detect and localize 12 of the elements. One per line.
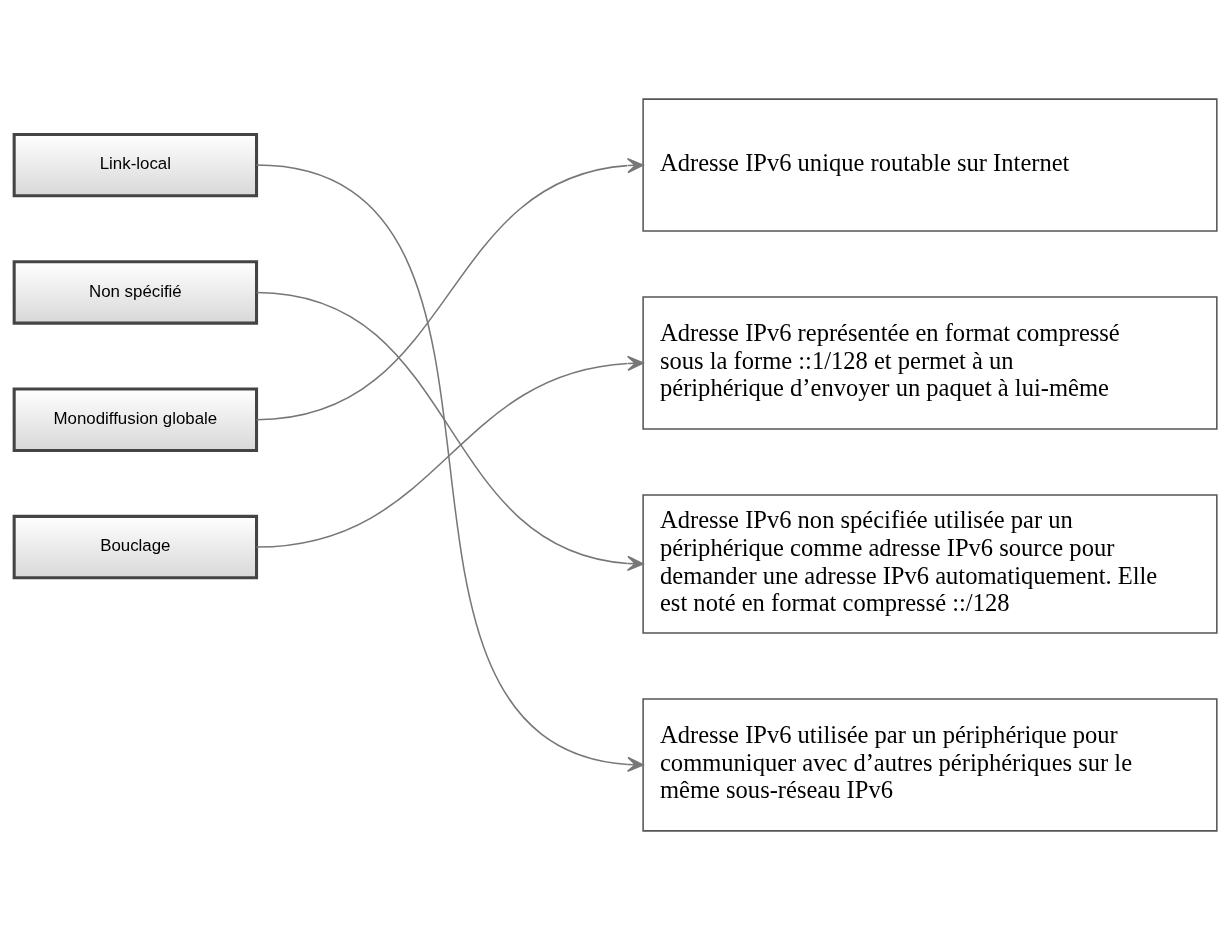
arrow — [255, 164, 644, 773]
node-box: Adresse IPv6 utilisée par un périphérique pour communiquer avec d’autres périphériques sur le même sous-réseau IPv6 — [642, 698, 1218, 832]
node-box: Adresse IPv6 représentée en format compressé sous la forme ::1/128 et permet à un périphérique d’envoyer un paquet à lui-même — [642, 296, 1218, 430]
node-box: Adresse IPv6 unique routable sur Internet — [642, 98, 1218, 232]
node-box: Adresse IPv6 non spécifiée utilisée par un périphérique comme adresse IPv6 source pour demander une adresse IPv6 automatiquement. Elle est noté en format compressé ::/128 — [642, 494, 1218, 634]
arrow — [255, 291, 644, 572]
node-box: Link-local — [12, 132, 259, 198]
node-box: Monodiffusion globale — [12, 387, 259, 452]
arrow — [255, 355, 644, 548]
arrow — [255, 157, 644, 421]
node-box: Bouclage — [12, 514, 259, 580]
node-box: Non spécifié — [12, 260, 259, 325]
